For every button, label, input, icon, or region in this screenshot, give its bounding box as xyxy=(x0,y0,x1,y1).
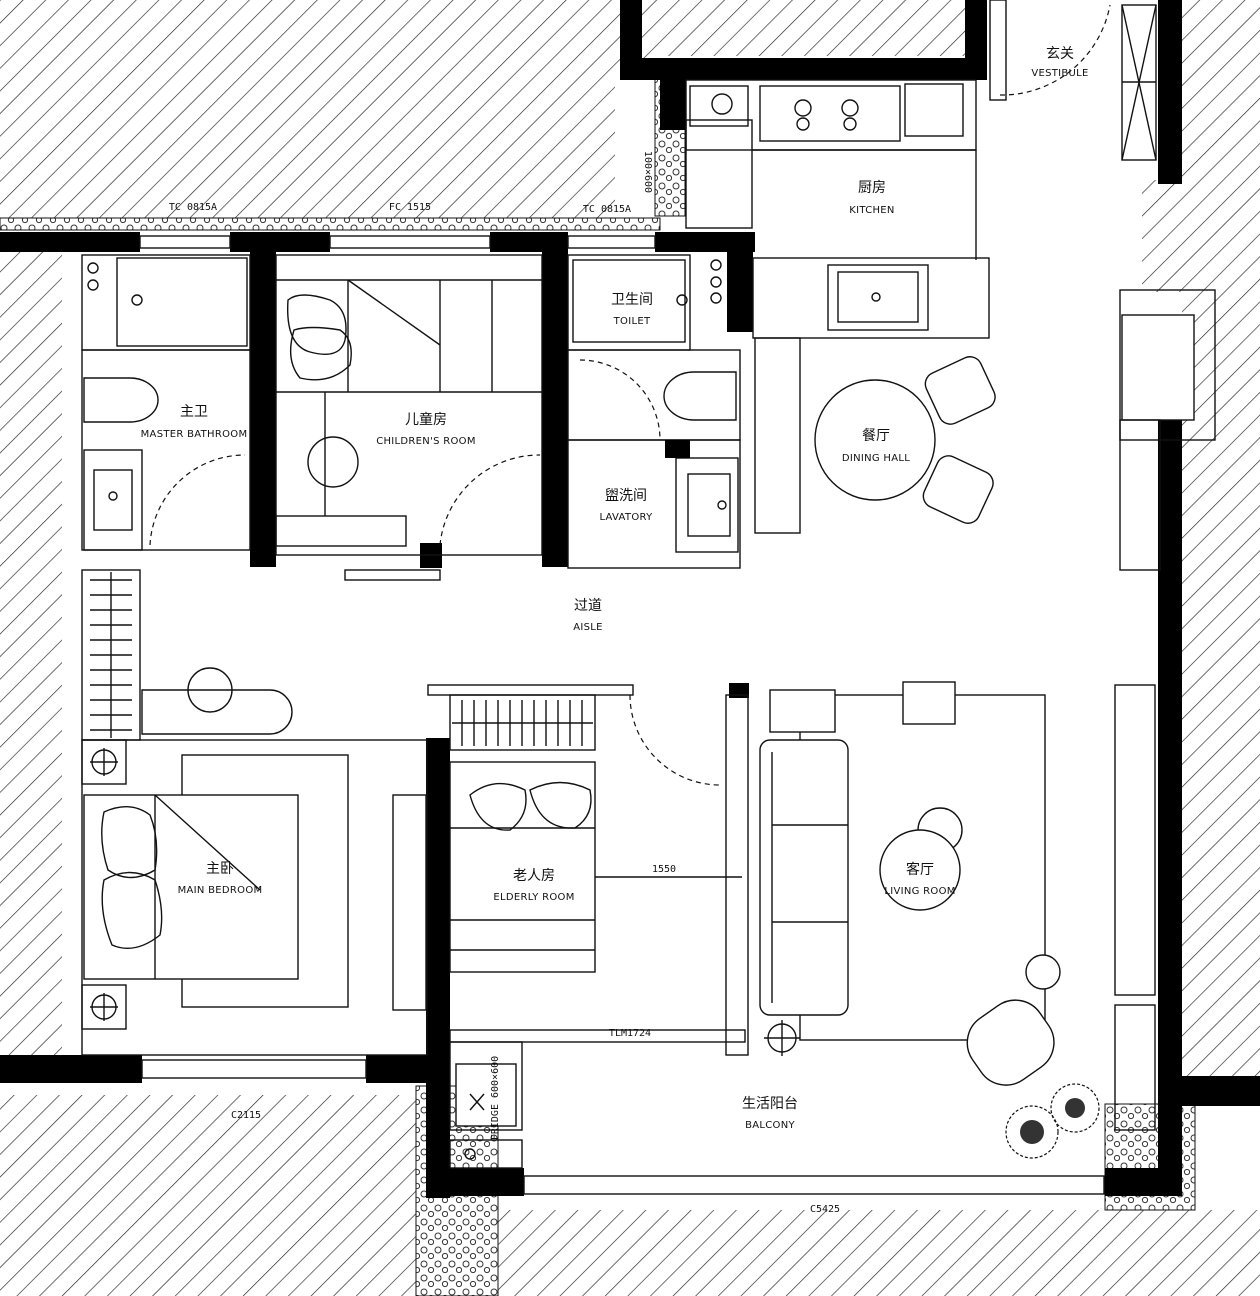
label-balcony-en: BALCONY xyxy=(745,1120,795,1131)
label-balcony-cn: 生活阳台 xyxy=(742,1096,798,1112)
wardrobe-hangers xyxy=(90,572,132,738)
label-aisle-en: AISLE xyxy=(573,622,603,633)
plant-icon xyxy=(1005,1083,1100,1159)
window-code-1: TC 0815A xyxy=(169,202,217,213)
label-living-room-en: LIVING ROOM xyxy=(884,886,955,897)
window-code-4: C2115 xyxy=(231,1110,261,1121)
label-elderly-room-cn: 老人房 xyxy=(513,868,555,884)
label-toilet-en: TOILET xyxy=(613,316,651,327)
interior-lines xyxy=(81,0,1216,1195)
label-main-bedroom-cn: 主卧 xyxy=(206,861,234,877)
label-elderly-room-en: ELDERLY ROOM xyxy=(493,892,574,903)
dimension-labels: TC 0815A FC 1515 TC 0815A C2115 C5425 TL… xyxy=(169,151,840,1215)
label-lavatory-cn: 盥洗间 xyxy=(605,488,647,504)
room-labels: 玄关 VESTIBULE 厨房 KITCHEN 主卫 MASTER BATHRO… xyxy=(141,45,1089,1131)
label-main-bedroom-en: MAIN BEDROOM xyxy=(178,885,263,896)
label-childrens-room-cn: 儿童房 xyxy=(405,411,447,428)
dimension-1550: 1550 xyxy=(652,864,676,875)
elderly-wardrobe xyxy=(452,700,593,746)
label-master-bathroom-en: MASTER BATHROOM xyxy=(141,429,248,440)
window-code-5: C5425 xyxy=(810,1204,840,1215)
label-dining-hall-en: DINING HALL xyxy=(842,453,910,464)
fridge-label: FRIDGE 600×600 xyxy=(490,1056,501,1140)
label-lavatory-en: LAVATORY xyxy=(599,512,653,523)
door-code-tlm: TLM1724 xyxy=(609,1028,651,1039)
label-childrens-room-en: CHILDREN'S ROOM xyxy=(376,436,476,447)
window-code-3: TC 0815A xyxy=(583,204,631,215)
label-aisle-cn: 过道 xyxy=(574,598,602,614)
label-dining-hall-cn: 餐厅 xyxy=(862,428,890,444)
label-master-bathroom-cn: 主卫 xyxy=(180,404,208,420)
window-code-2: FC 1515 xyxy=(389,202,431,213)
label-vestibule-cn: 玄关 xyxy=(1046,45,1074,62)
label-kitchen-en: KITCHEN xyxy=(849,205,894,216)
walls xyxy=(0,0,1260,1198)
label-living-room-cn: 客厅 xyxy=(906,861,934,878)
label-kitchen-cn: 厨房 xyxy=(858,180,886,196)
label-toilet-cn: 卫生间 xyxy=(611,292,653,308)
shaft-size: 100×600 xyxy=(642,151,653,193)
label-vestibule-en: VESTIBULE xyxy=(1031,68,1088,79)
